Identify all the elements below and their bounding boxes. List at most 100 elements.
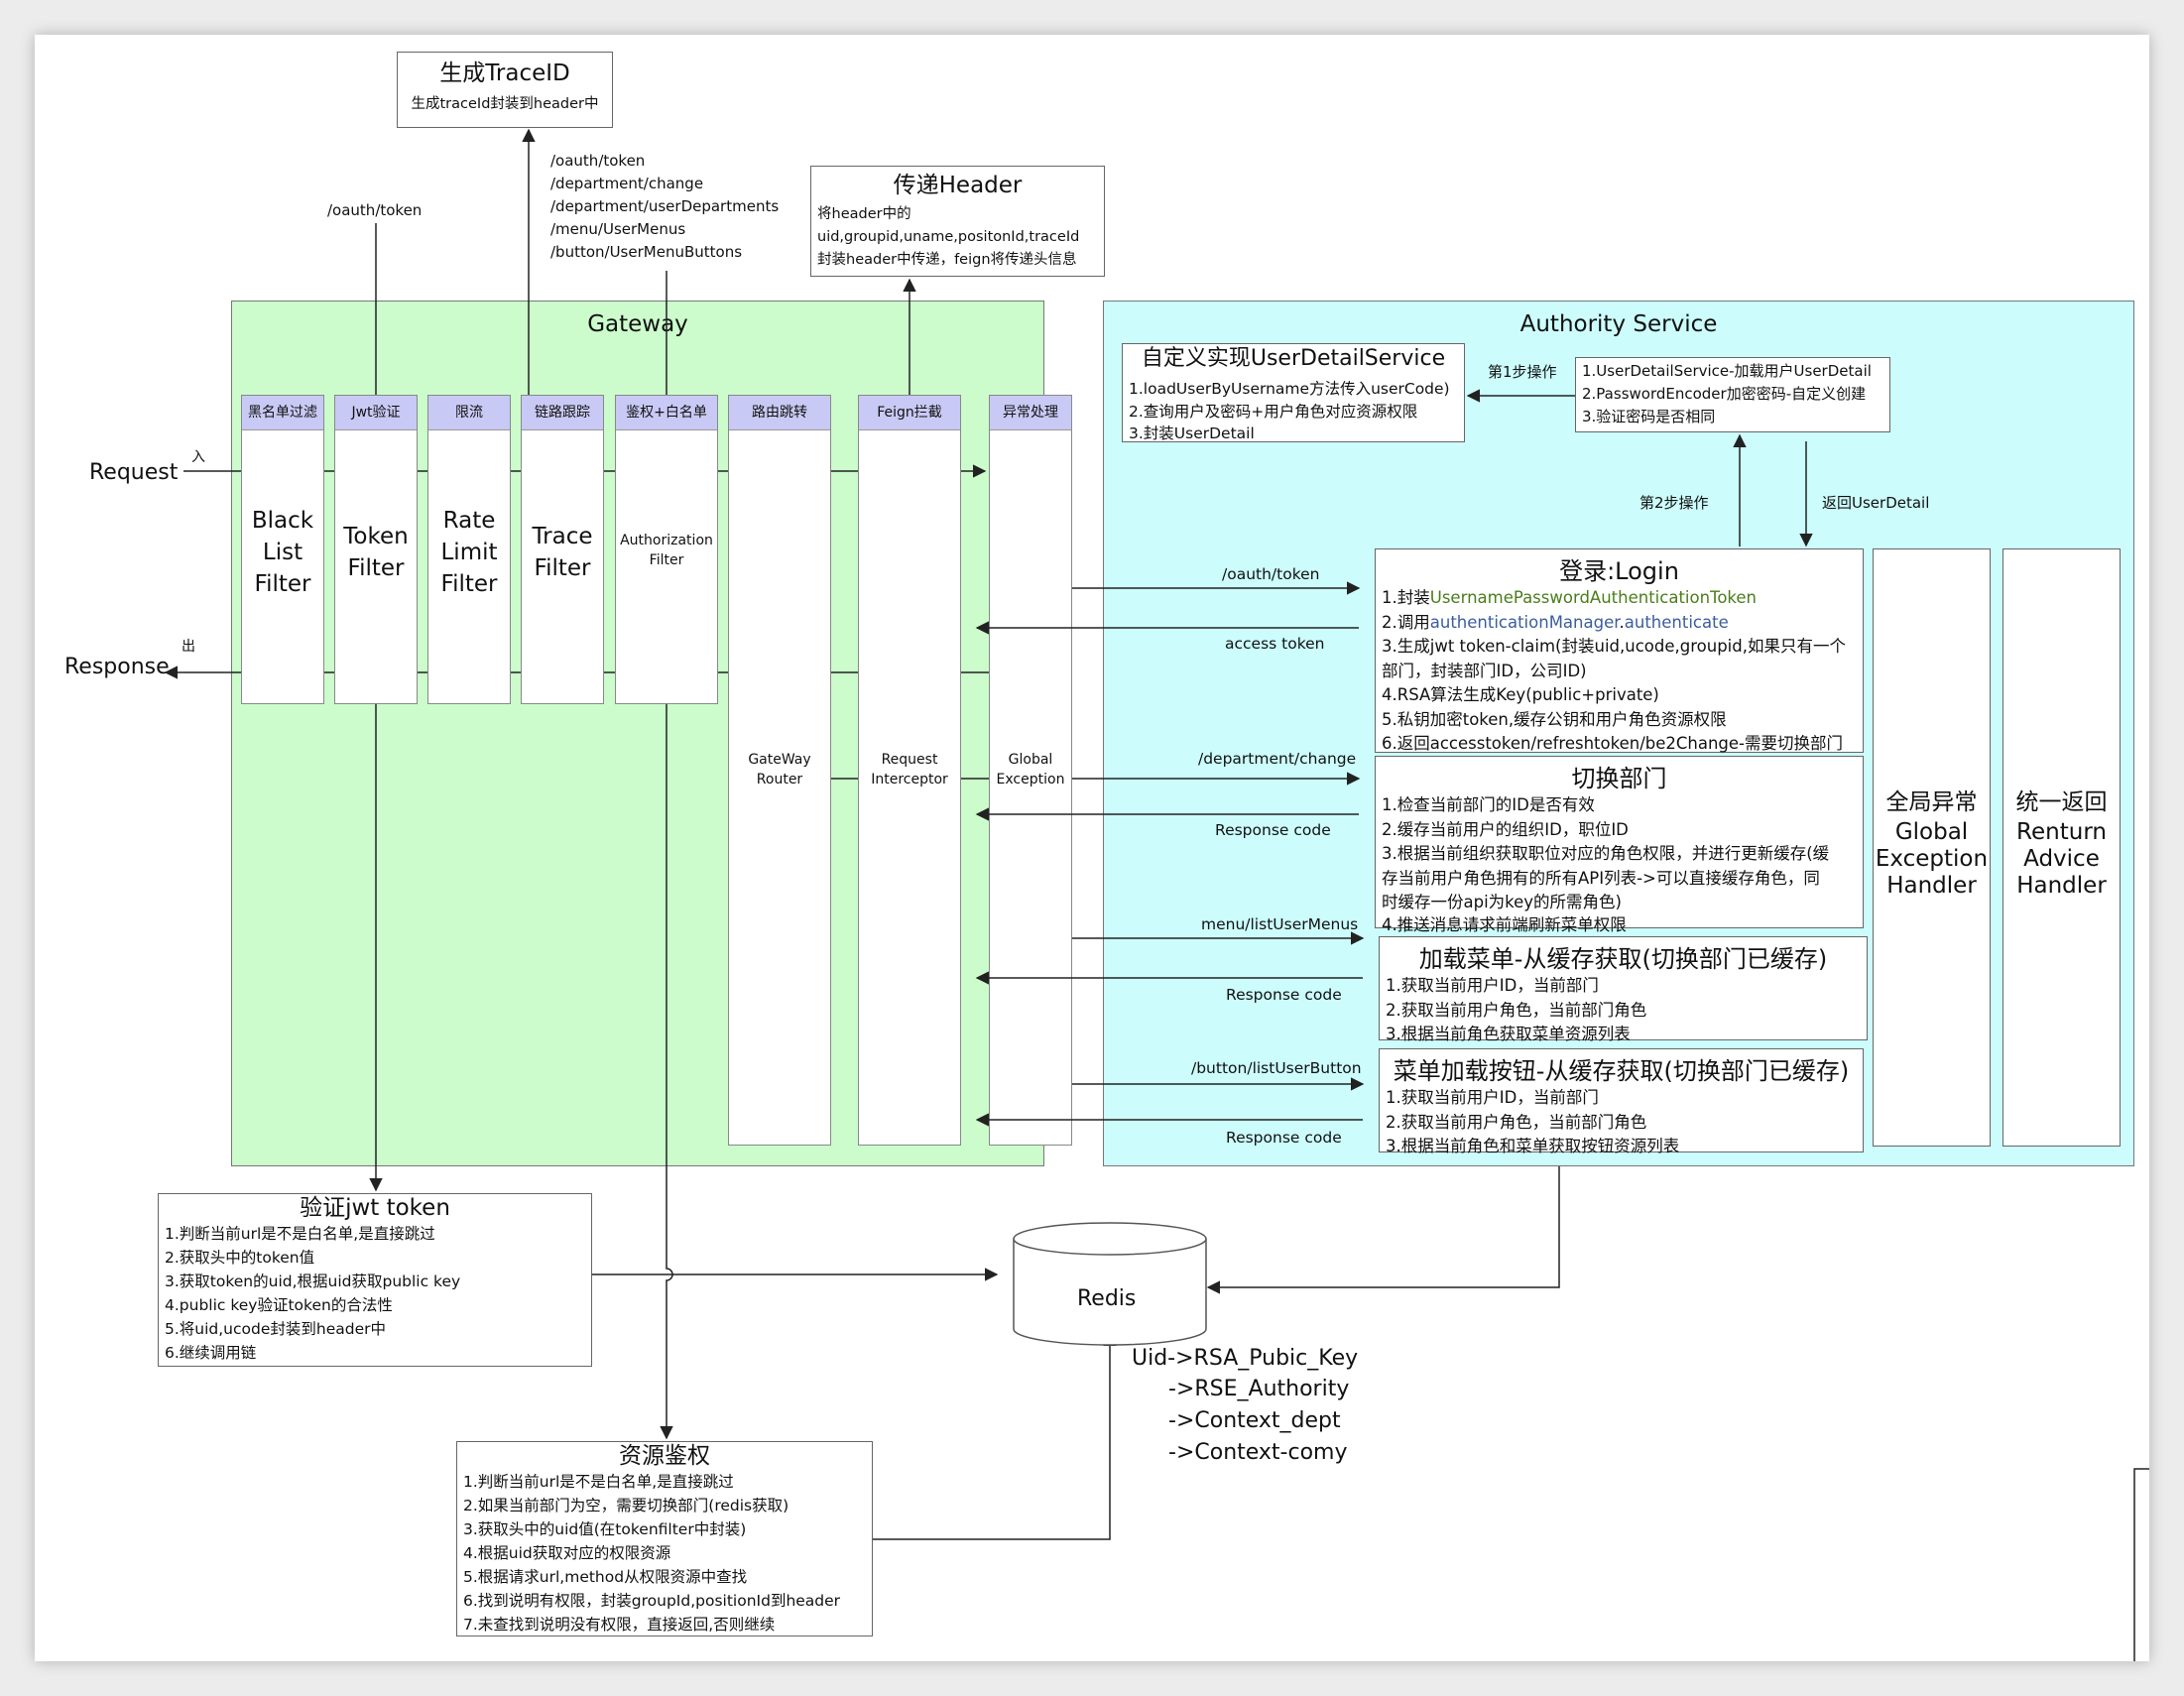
request-label: Request xyxy=(89,460,179,485)
login-line: 6.返回accesstoken/refreshtoken/be2Change-需… xyxy=(1382,734,1843,753)
resource-auth-line: 1.判断当前url是不是白名单,是直接跳过 xyxy=(463,1473,734,1491)
redis-key-line: ->RSE_Authority xyxy=(1168,1377,1350,1401)
resource-auth-line: 4.根据uid获取对应的权限资源 xyxy=(463,1544,671,1562)
load-buttons-box: 菜单加载按钮-从缓存获取(切换部门已缓存) 1.获取当前用户ID，当前部门 2.… xyxy=(1379,1048,1864,1155)
verify-jwt-line: 4.public key验证token的合法性 xyxy=(165,1296,393,1314)
login-line-prefix: 2.调用 xyxy=(1382,612,1430,632)
login-line-prefix: 1.封装 xyxy=(1382,588,1430,607)
login-line: 4.RSA算法生成Key(public+private) xyxy=(1382,685,1659,704)
authority-title: Authority Service xyxy=(1519,311,1718,337)
filter-header: 黑名单过滤 xyxy=(242,396,323,430)
login-line: 5.私钥加密token,缓存公钥和用户角色资源权限 xyxy=(1382,709,1727,729)
gateway-router: 路由跳转 GateWay Router xyxy=(728,395,831,1146)
verify-jwt-title: 验证jwt token xyxy=(300,1195,450,1221)
filter-header: 链路跟踪 xyxy=(522,396,603,430)
filter-header: 限流 xyxy=(428,396,510,430)
redis-cylinder xyxy=(1013,1222,1207,1346)
flow-label-button-list: /button/listUserButton xyxy=(1191,1059,1362,1077)
resource-auth-line: 5.根据请求url,method从权限资源中查找 xyxy=(463,1568,748,1586)
switch-dept-title: 切换部门 xyxy=(1571,765,1667,792)
pass-header-box: 传递Header 将header中的 uid,groupid,uname,pos… xyxy=(810,166,1105,277)
flow-label-response-code: Response code xyxy=(1215,821,1331,839)
switch-dept-line: 1.检查当前部门的ID是否有效 xyxy=(1382,795,1595,814)
switch-dept-line: 存当前用户角色拥有的所有API列表->可以直接缓存角色，同 xyxy=(1382,868,1820,888)
login-class-name: UsernamePasswordAuthenticationToken xyxy=(1429,588,1758,607)
filter-name: GateWay Router xyxy=(748,752,811,787)
step2-label: 第2步操作 xyxy=(1639,494,1709,512)
load-menu-title: 加载菜单-从缓存获取(切换部门已缓存) xyxy=(1418,945,1828,973)
switch-dept-line: 4.推送消息请求前端刷新菜单权限 xyxy=(1382,914,1627,934)
load-menu-line: 2.获取当前用户角色，当前部门角色 xyxy=(1386,1000,1647,1020)
gateway-title: Gateway xyxy=(587,311,688,337)
pass-header-title: 传递Header xyxy=(893,173,1023,198)
login-line: 3.生成jwt token-claim(封装uid,ucode,groupid,… xyxy=(1382,637,1846,656)
login-line: 部门，封装部门ID，公司ID) xyxy=(1382,661,1587,680)
trace-id-desc: 生成traceId封装到header中 xyxy=(411,96,599,112)
flow-label-response-code: Response code xyxy=(1226,986,1342,1004)
connector-layer xyxy=(164,128,2149,1661)
request-mark: 入 xyxy=(191,449,205,465)
response-mark: 出 xyxy=(182,639,195,655)
user-detail-service-box: 自定义实现UserDetailService 1.loadUserByUsern… xyxy=(1122,343,1465,442)
load-buttons-line: 3.根据当前角色和菜单获取按钮资源列表 xyxy=(1386,1137,1680,1155)
global-exception-handler: 全局异常 Global Exception Handler xyxy=(1873,548,1991,1147)
verify-jwt-line: 1.判断当前url是不是白名单,是直接跳过 xyxy=(165,1225,435,1243)
load-menu-line: 1.获取当前用户ID，当前部门 xyxy=(1386,976,1599,995)
diagram-canvas: Gateway Authority Service 黑名单过滤 Black Li… xyxy=(35,35,2149,1661)
login-object-name: authenticationManager xyxy=(1429,612,1620,632)
authority-to-redis-arrow xyxy=(1206,1166,1560,1294)
filter-name: Request Interceptor xyxy=(871,752,948,787)
trace-filter: 链路跟踪 Trace Filter xyxy=(521,395,604,704)
resource-auth-line: 2.如果当前部门为空，需要切换部门(redis获取) xyxy=(463,1497,789,1514)
trace-id-box: 生成TraceID 生成traceId封装到header中 xyxy=(397,52,613,128)
redis-key-line: ->Context-comy xyxy=(1168,1440,1348,1465)
verify-jwt-line: 5.将uid,ucode封装到header中 xyxy=(165,1320,386,1338)
redis-key-line: Uid->RSA_Pubic_Key xyxy=(1132,1346,1359,1371)
global-handler-cn: 全局异常 xyxy=(1885,789,1978,815)
auth-steps-box: 1.UserDetailService-加载用户UserDetail 2.Pas… xyxy=(1575,357,1890,432)
filter-name: Rate Limit Filter xyxy=(440,508,498,597)
load-buttons-line: 2.获取当前用户角色，当前部门角色 xyxy=(1386,1112,1647,1132)
filter-header: Jwt验证 xyxy=(335,396,417,430)
route-path: /department/change xyxy=(550,175,704,192)
flow-label-menu-list: menu/listUserMenus xyxy=(1201,915,1359,933)
auth-step-line: 1.UserDetailService-加载用户UserDetail xyxy=(1582,362,1872,380)
route-path: /button/UserMenuButtons xyxy=(550,243,743,261)
token-route-label: /oauth/token xyxy=(327,201,423,219)
filter-header: 路由跳转 xyxy=(729,396,830,430)
login-line: 2.调用authenticationManager.authenticate xyxy=(1376,611,1863,636)
auth-step-line: 3.验证密码是否相同 xyxy=(1582,408,1716,425)
corner-mark xyxy=(2133,1468,2149,1661)
verify-jwt-box: 验证jwt token 1.判断当前url是不是白名单,是直接跳过 2.获取头中… xyxy=(158,1193,592,1367)
filter-name: Authorization Filter xyxy=(620,533,713,568)
global-exception: 异常处理 Global Exception xyxy=(989,395,1072,1146)
filter-header: Feign拦截 xyxy=(859,396,960,430)
verify-jwt-line: 2.获取头中的token值 xyxy=(165,1249,315,1267)
pass-header-line: 将header中的 xyxy=(817,206,911,222)
route-path: /menu/UserMenus xyxy=(550,220,686,238)
login-line: 1.封装UsernamePasswordAuthenticationToken xyxy=(1376,586,1863,611)
flow-label-access-token: access token xyxy=(1225,635,1325,653)
flow-label-dept-change: /department/change xyxy=(1198,750,1357,768)
resource-to-redis-arrow xyxy=(873,1332,1117,1540)
return-advice-handler: 统一返回 Renturn Advice Handler xyxy=(2002,548,2121,1147)
request-interceptor: Feign拦截 Request Interceptor xyxy=(858,395,961,1146)
verify-jwt-line: 6.继续调用链 xyxy=(165,1344,257,1362)
authorization-filter: 鉴权+白名单 Authorization Filter xyxy=(615,395,718,704)
resource-auth-line: 6.找到说明有权限，封装groupId,positionId到header xyxy=(463,1592,841,1610)
user-detail-service-line: 1.loadUserByUsername方法传入userCode) xyxy=(1129,380,1450,398)
filter-name: Global Exception xyxy=(996,752,1065,787)
rate-limit-filter: 限流 Rate Limit Filter xyxy=(427,395,511,704)
route-path: /department/userDepartments xyxy=(550,197,780,215)
switch-dept-line: 2.缓存当前用户的组织ID，职位ID xyxy=(1382,819,1629,839)
filter-name: Black List Filter xyxy=(251,508,314,597)
login-box: 登录:Login 1.封装UsernamePasswordAuthenticat… xyxy=(1375,548,1864,753)
black-list-filter: 黑名单过滤 Black List Filter xyxy=(241,395,324,704)
global-handler-en: Global Exception Handler xyxy=(1875,819,1989,899)
resource-auth-title: 资源鉴权 xyxy=(619,1443,710,1469)
token-filter: Jwt验证 Token Filter xyxy=(334,395,418,704)
resource-auth-line: 3.获取头中的uid值(在tokenfilter中封装) xyxy=(463,1520,747,1538)
user-detail-service-title: 自定义实现UserDetailService xyxy=(1141,346,1446,371)
user-detail-service-line: 3.封装UserDetail xyxy=(1129,424,1255,442)
auth-to-resource-arrow xyxy=(660,704,673,1440)
